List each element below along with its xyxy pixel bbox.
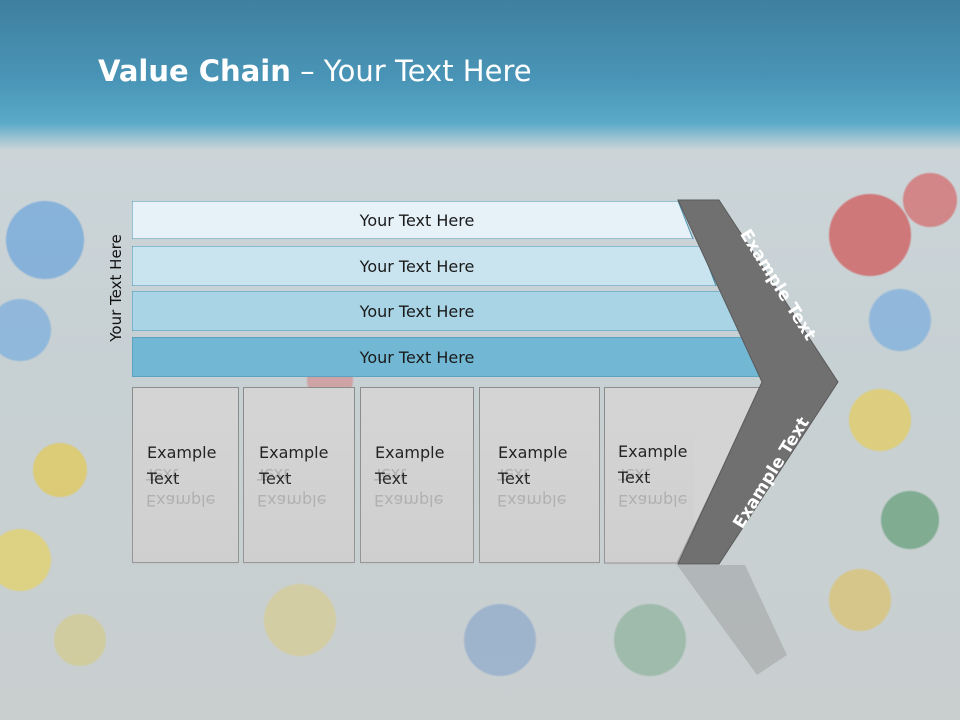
bar-1-label: Your Text Here bbox=[359, 210, 475, 230]
chevron-arrow: Example Text Example Text bbox=[676, 199, 841, 569]
box-5-shape bbox=[604, 387, 762, 564]
box-1-reflection-line1: Example bbox=[146, 491, 216, 510]
box-3-line2: Text bbox=[375, 469, 408, 488]
box-2-reflection-line1: Example bbox=[257, 491, 327, 510]
bar-4-label: Your Text Here bbox=[359, 347, 475, 367]
title-rest: – Your Text Here bbox=[290, 54, 532, 88]
box-2-line1: Example bbox=[259, 443, 329, 462]
bar-1-shape bbox=[132, 201, 694, 239]
box-5-line1: Example bbox=[618, 442, 688, 461]
bar-1: Your Text Here bbox=[132, 201, 694, 239]
bar-3-label: Your Text Here bbox=[359, 301, 475, 321]
header-band bbox=[0, 0, 960, 150]
vertical-label: Your Text Here bbox=[107, 234, 125, 342]
bar-4-shape bbox=[132, 337, 764, 377]
bar-4: Your Text Here bbox=[132, 337, 764, 377]
arrow-reflection-shape bbox=[677, 565, 787, 675]
bar-2: Your Text Here bbox=[132, 246, 717, 286]
bar-2-shape bbox=[132, 246, 717, 286]
box-2-reflection-text: Example Text bbox=[257, 461, 326, 513]
box-1-line2: Text bbox=[147, 469, 180, 488]
box-3-reflection-line1: Example bbox=[374, 491, 444, 510]
slide-title: Value Chain – Your Text Here bbox=[98, 54, 532, 88]
bar-2-label: Your Text Here bbox=[359, 256, 475, 276]
box-2-line2: Text bbox=[259, 469, 292, 488]
box-1-reflection-line2: Text bbox=[146, 465, 179, 484]
box-3-reflection-text: Example Text bbox=[374, 461, 443, 513]
box-3-reflection-line2: Text bbox=[374, 465, 407, 484]
box-1-line1: Example bbox=[147, 443, 217, 462]
title-bold: Value Chain bbox=[98, 54, 291, 88]
box-4-reflection-text: Example Text bbox=[497, 461, 566, 513]
box-4-reflection-line1: Example bbox=[497, 491, 567, 510]
arrow-reflection bbox=[677, 565, 787, 679]
chevron-arrow-shape bbox=[677, 199, 839, 565]
box-4-line1: Example bbox=[498, 443, 568, 462]
box-4-line2: Text bbox=[498, 469, 531, 488]
bar-3: Your Text Here bbox=[132, 291, 740, 331]
box-1-reflection-text: Example Text bbox=[146, 461, 215, 513]
bar-3-shape bbox=[132, 291, 740, 331]
box-5-line2: Text bbox=[618, 468, 651, 487]
box-4-reflection-line2: Text bbox=[497, 465, 530, 484]
box-3-line1: Example bbox=[375, 443, 445, 462]
box-2-reflection-line2: Text bbox=[257, 465, 290, 484]
